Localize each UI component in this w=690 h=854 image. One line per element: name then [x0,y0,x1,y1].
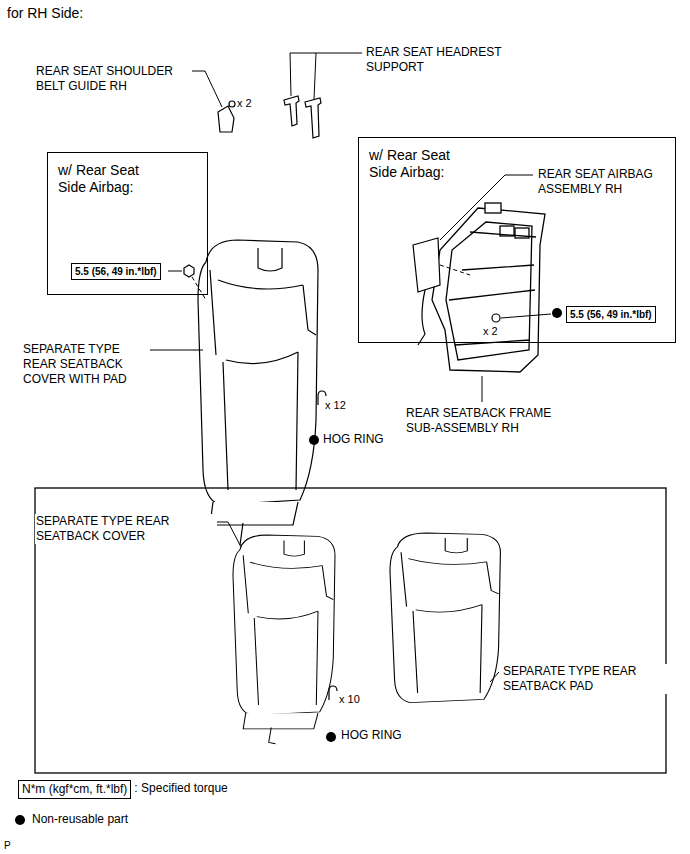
figure-code: P [3,838,12,853]
torque-box: 5.5 (56, 49 in.*lbf) [566,306,656,323]
quantity: x 12 [324,398,347,413]
part-name: REAR SEATBACK FRAME SUB-ASSEMBLY RH [405,406,582,436]
part-name: HOG RING [322,432,385,447]
legend-text: Non-reusable part [32,812,128,827]
part-name: SEPARATE TYPE REAR SEATBACK PAD [502,664,669,694]
quantity: x 2 [482,324,499,339]
belt-guide [218,101,235,132]
torque-value: N*m (kgf*cm, ft.*lbf) [22,782,127,797]
part-name: SEPARATE TYPE REAR SEATBACK COVER WITH P… [22,342,146,387]
legend-text: : Specified torque [133,781,228,796]
torque-box: N*m (kgf*cm, ft.*lbf) [18,780,131,799]
condition-heading: w/ Rear Seat Side Airbag: [58,162,158,196]
part-name: SEPARATE TYPE REAR SEATBACK COVER [35,514,217,544]
condition-box: w/ Rear Seat Side Airbag: 5.5 (56, 49 in.… [47,152,208,295]
torque-value: 5.5 (56, 49 in.*lbf) [75,265,157,278]
legend-dot [14,814,26,826]
quantity: x 10 [338,692,361,707]
part-name: REAR SEAT AIRBAG ASSEMBLY RH [537,167,674,197]
quantity: x 2 [236,96,253,111]
torque-value: 5.5 (56, 49 in.*lbf) [570,308,652,321]
condition-heading: w/ Rear Seat Side Airbag: [369,147,469,181]
part-name: REAR SEAT HEADREST SUPPORT [365,45,517,75]
seatback-frame [432,203,545,372]
legend-entry: Non-reusable part [14,812,128,827]
part-name: HOG RING [340,728,403,743]
part-name: REAR SEAT SHOULDER BELT GUIDE RH [35,64,187,94]
page-heading: for RH Side: [6,6,84,21]
headrest-support [284,96,321,138]
torque-box: 5.5 (56, 49 in.*lbf) [71,263,161,280]
